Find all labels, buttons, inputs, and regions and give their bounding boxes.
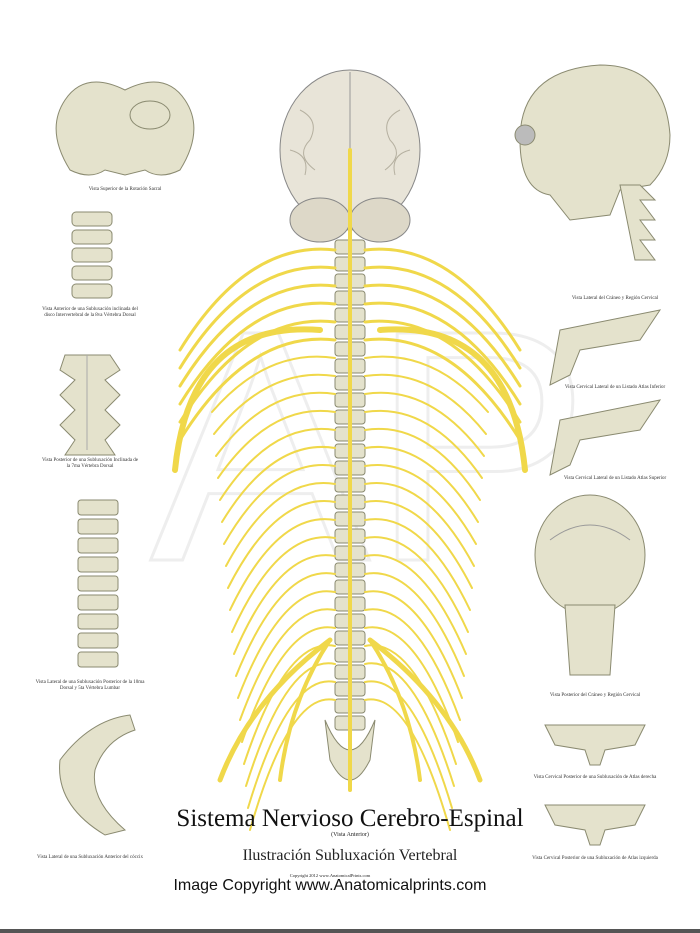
spinal-nerve <box>363 301 522 406</box>
spinal-nerve <box>215 391 336 457</box>
caption-atlas-left: Vista Cervical Posterior de una Subluxac… <box>532 856 658 861</box>
spinal-nerve <box>363 337 522 442</box>
caption-sacral-rotation: Vista Superior de la Rotación Sacral <box>88 187 162 192</box>
spinal-nerve <box>364 355 489 413</box>
spinal-nerve <box>225 482 336 567</box>
femoral-nerve <box>368 638 422 782</box>
sacrum <box>324 719 376 781</box>
coccyx-lateral <box>59 714 136 836</box>
spinal-nerve <box>221 446 336 523</box>
vertebra <box>71 229 113 245</box>
spinal-nerve <box>364 446 479 523</box>
vertebra <box>77 613 119 630</box>
spinal-nerve <box>245 662 336 787</box>
spinal-nerve <box>364 572 465 677</box>
spinal-nerve <box>364 518 471 611</box>
vertebra <box>77 518 119 535</box>
spinal-nerve <box>178 337 337 442</box>
spinal-nerve <box>219 427 336 501</box>
atlas-lateral-inferior <box>549 309 662 386</box>
spinal-nerve <box>178 247 337 352</box>
caption-skull-posterior: Vista Posterior del Cráneo y Región Cerv… <box>549 693 641 698</box>
spinal-nerve <box>178 283 337 388</box>
skull-lateral <box>514 64 671 261</box>
spinal-nerve <box>363 247 522 352</box>
caption-coccyx: Vista Lateral de una Subluxación Anterio… <box>37 855 143 860</box>
spinal-nerve <box>364 427 481 501</box>
spinal-nerve <box>364 554 467 655</box>
vertebra <box>77 556 119 573</box>
vertebra <box>77 651 119 668</box>
spinal-nerve <box>364 608 461 721</box>
vertebra <box>77 499 119 516</box>
spinal-nerve <box>211 355 336 413</box>
spinal-nerve <box>233 554 336 655</box>
spinal-nerve <box>364 391 485 457</box>
atlas-lateral-superior <box>549 399 662 476</box>
caption-atlas-right: Vista Cervical Posterior de una Subluxac… <box>533 775 657 780</box>
sciatic-nerve <box>367 637 483 783</box>
copyright-small: Copyright 2012 www.AnatomicalPrints.com <box>289 873 371 878</box>
spinal-nerve <box>237 590 336 699</box>
spinal-nerve <box>217 409 336 479</box>
caption-dorsal-8-anterior: Vista Anterior de una Subluxación inclin… <box>42 307 138 318</box>
sciatic-nerve <box>217 637 333 783</box>
spinal-nerve <box>364 373 487 435</box>
sacrum-superior-view <box>55 81 195 176</box>
spinal-nerve <box>239 608 336 721</box>
spinal-nerve <box>364 680 453 809</box>
spinal-nerve <box>364 482 475 567</box>
spinal-nerve <box>363 319 522 424</box>
atlas-posterior-right <box>544 724 646 766</box>
caption-dorsal-7-posterior: Vista Posterior de una Subluxación Incli… <box>41 458 139 469</box>
vertebra <box>71 247 113 263</box>
image-copyright-watermark: Image Copyright www.Anatomicalprints.com <box>173 877 487 894</box>
brachial-nerve <box>377 326 528 473</box>
poster-subtitle: (Vista Anterior) <box>331 832 369 838</box>
spinal-nerve <box>247 680 336 809</box>
dorsal-vertebrae-anterior <box>71 211 113 299</box>
spinal-nerve <box>235 572 336 677</box>
bottom-border <box>0 929 700 933</box>
poster-subtitle-illustration: Ilustración Subluxación Vertebral <box>242 847 458 864</box>
vertebra <box>77 575 119 592</box>
caption-skull-lateral: Vista Lateral del Cráneo y Región Cervic… <box>571 296 659 301</box>
vertebra <box>77 537 119 554</box>
spinal-nerve <box>229 518 336 611</box>
vertebra <box>71 211 113 227</box>
caption-lumbar-lateral: Vista Lateral de una Subluxación Posteri… <box>35 680 145 691</box>
spinal-nerve <box>178 319 337 424</box>
lumbar-lateral <box>77 499 119 668</box>
poster-title: Sistema Nervioso Cerebro-Espinal <box>176 805 524 832</box>
skull-posterior <box>534 494 646 676</box>
spinal-nerve <box>363 265 522 370</box>
brachial-nerve <box>172 326 323 473</box>
spinal-nerve <box>178 301 337 406</box>
caption-atlas-inferior: Vista Cervical Lateral de un Listado Atl… <box>564 385 666 390</box>
vertebra <box>77 632 119 649</box>
spinal-nerve <box>363 283 522 388</box>
spinal-nerve <box>227 500 336 589</box>
spinal-nerve <box>213 373 336 435</box>
spinal-nerve <box>364 500 473 589</box>
spinal-nerve <box>364 536 469 633</box>
spinal-nerve <box>364 409 483 479</box>
vertebra <box>71 283 113 299</box>
spinal-nerve <box>364 590 463 699</box>
caption-atlas-superior: Vista Cervical Lateral de un Listado Atl… <box>563 476 667 481</box>
dorsal-vertebrae-posterior <box>59 354 121 456</box>
spinal-nerve <box>223 464 336 545</box>
atlas-posterior-left <box>544 804 646 846</box>
spinal-nerve <box>178 265 337 370</box>
spinal-nerve <box>231 536 336 633</box>
spinal-nerve <box>364 662 455 787</box>
vertebra <box>77 594 119 611</box>
nerves <box>172 148 528 831</box>
spinal-nerve <box>364 464 477 545</box>
vertebra <box>71 265 113 281</box>
femoral-nerve <box>278 638 332 782</box>
